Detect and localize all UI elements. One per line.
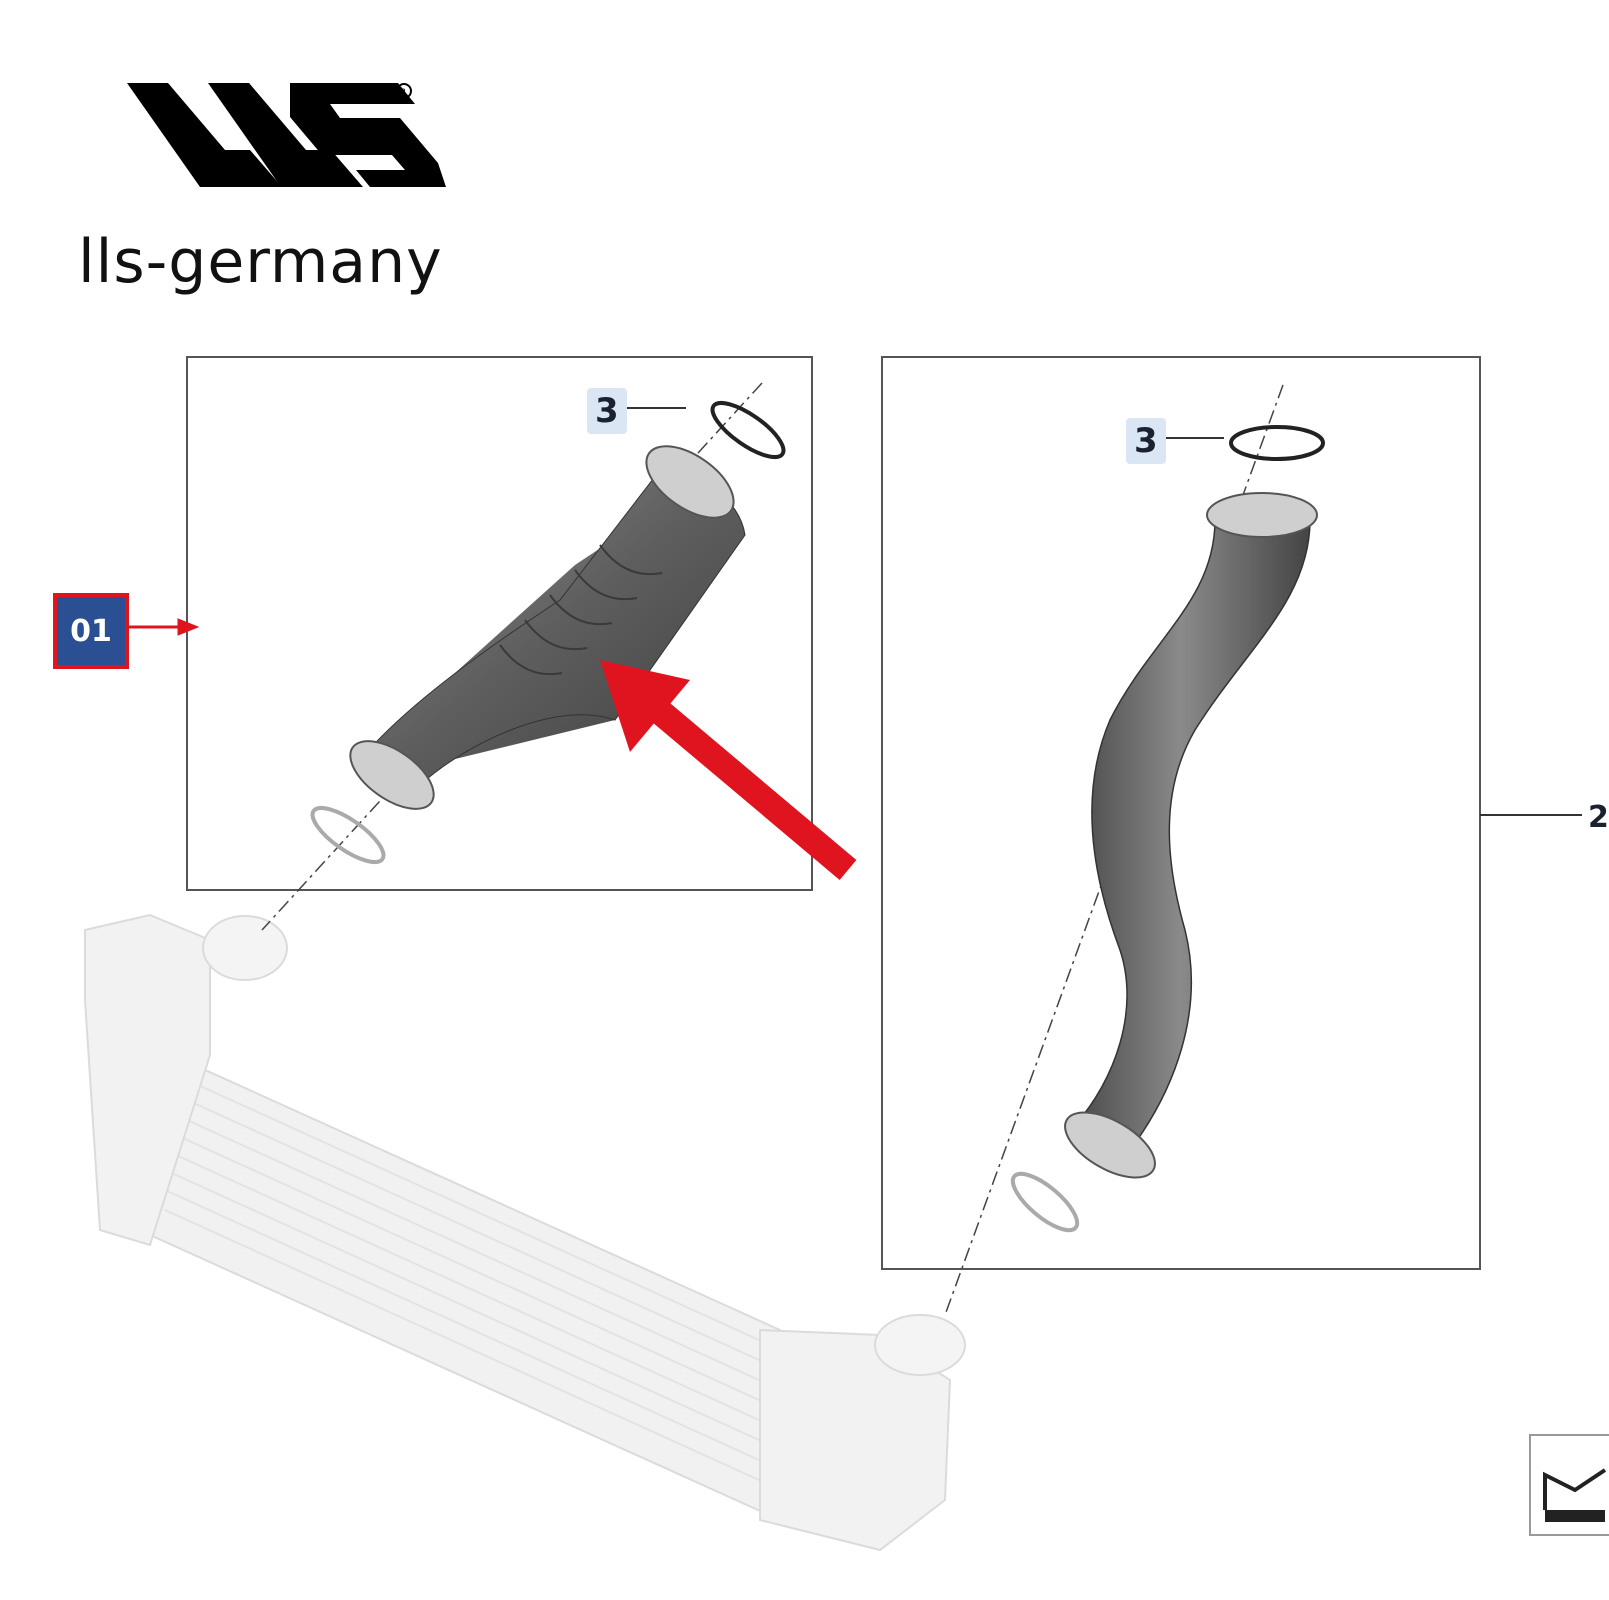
pointer-arrow — [600, 660, 857, 880]
svg-text:R: R — [400, 88, 406, 98]
o-ring — [710, 400, 786, 460]
detail-box-right — [881, 356, 1481, 1270]
callout-arrow — [129, 618, 200, 636]
detail-box-left — [186, 356, 813, 891]
o-ring — [1010, 1171, 1080, 1233]
brand-name: lls-germany — [78, 227, 443, 297]
callout-badge: 01 — [53, 593, 129, 669]
brand-logo: R — [127, 83, 446, 187]
left-hose — [349, 445, 746, 810]
side-label: 2 — [1588, 800, 1609, 835]
right-hose — [1064, 492, 1318, 1179]
o-ring — [310, 805, 386, 865]
part-label-3-left: 3 — [587, 388, 627, 434]
o-ring — [1229, 425, 1325, 461]
part-label-3-right: 3 — [1126, 418, 1166, 464]
intercooler — [84, 913, 966, 1552]
corner-symbol — [1529, 1434, 1609, 1536]
